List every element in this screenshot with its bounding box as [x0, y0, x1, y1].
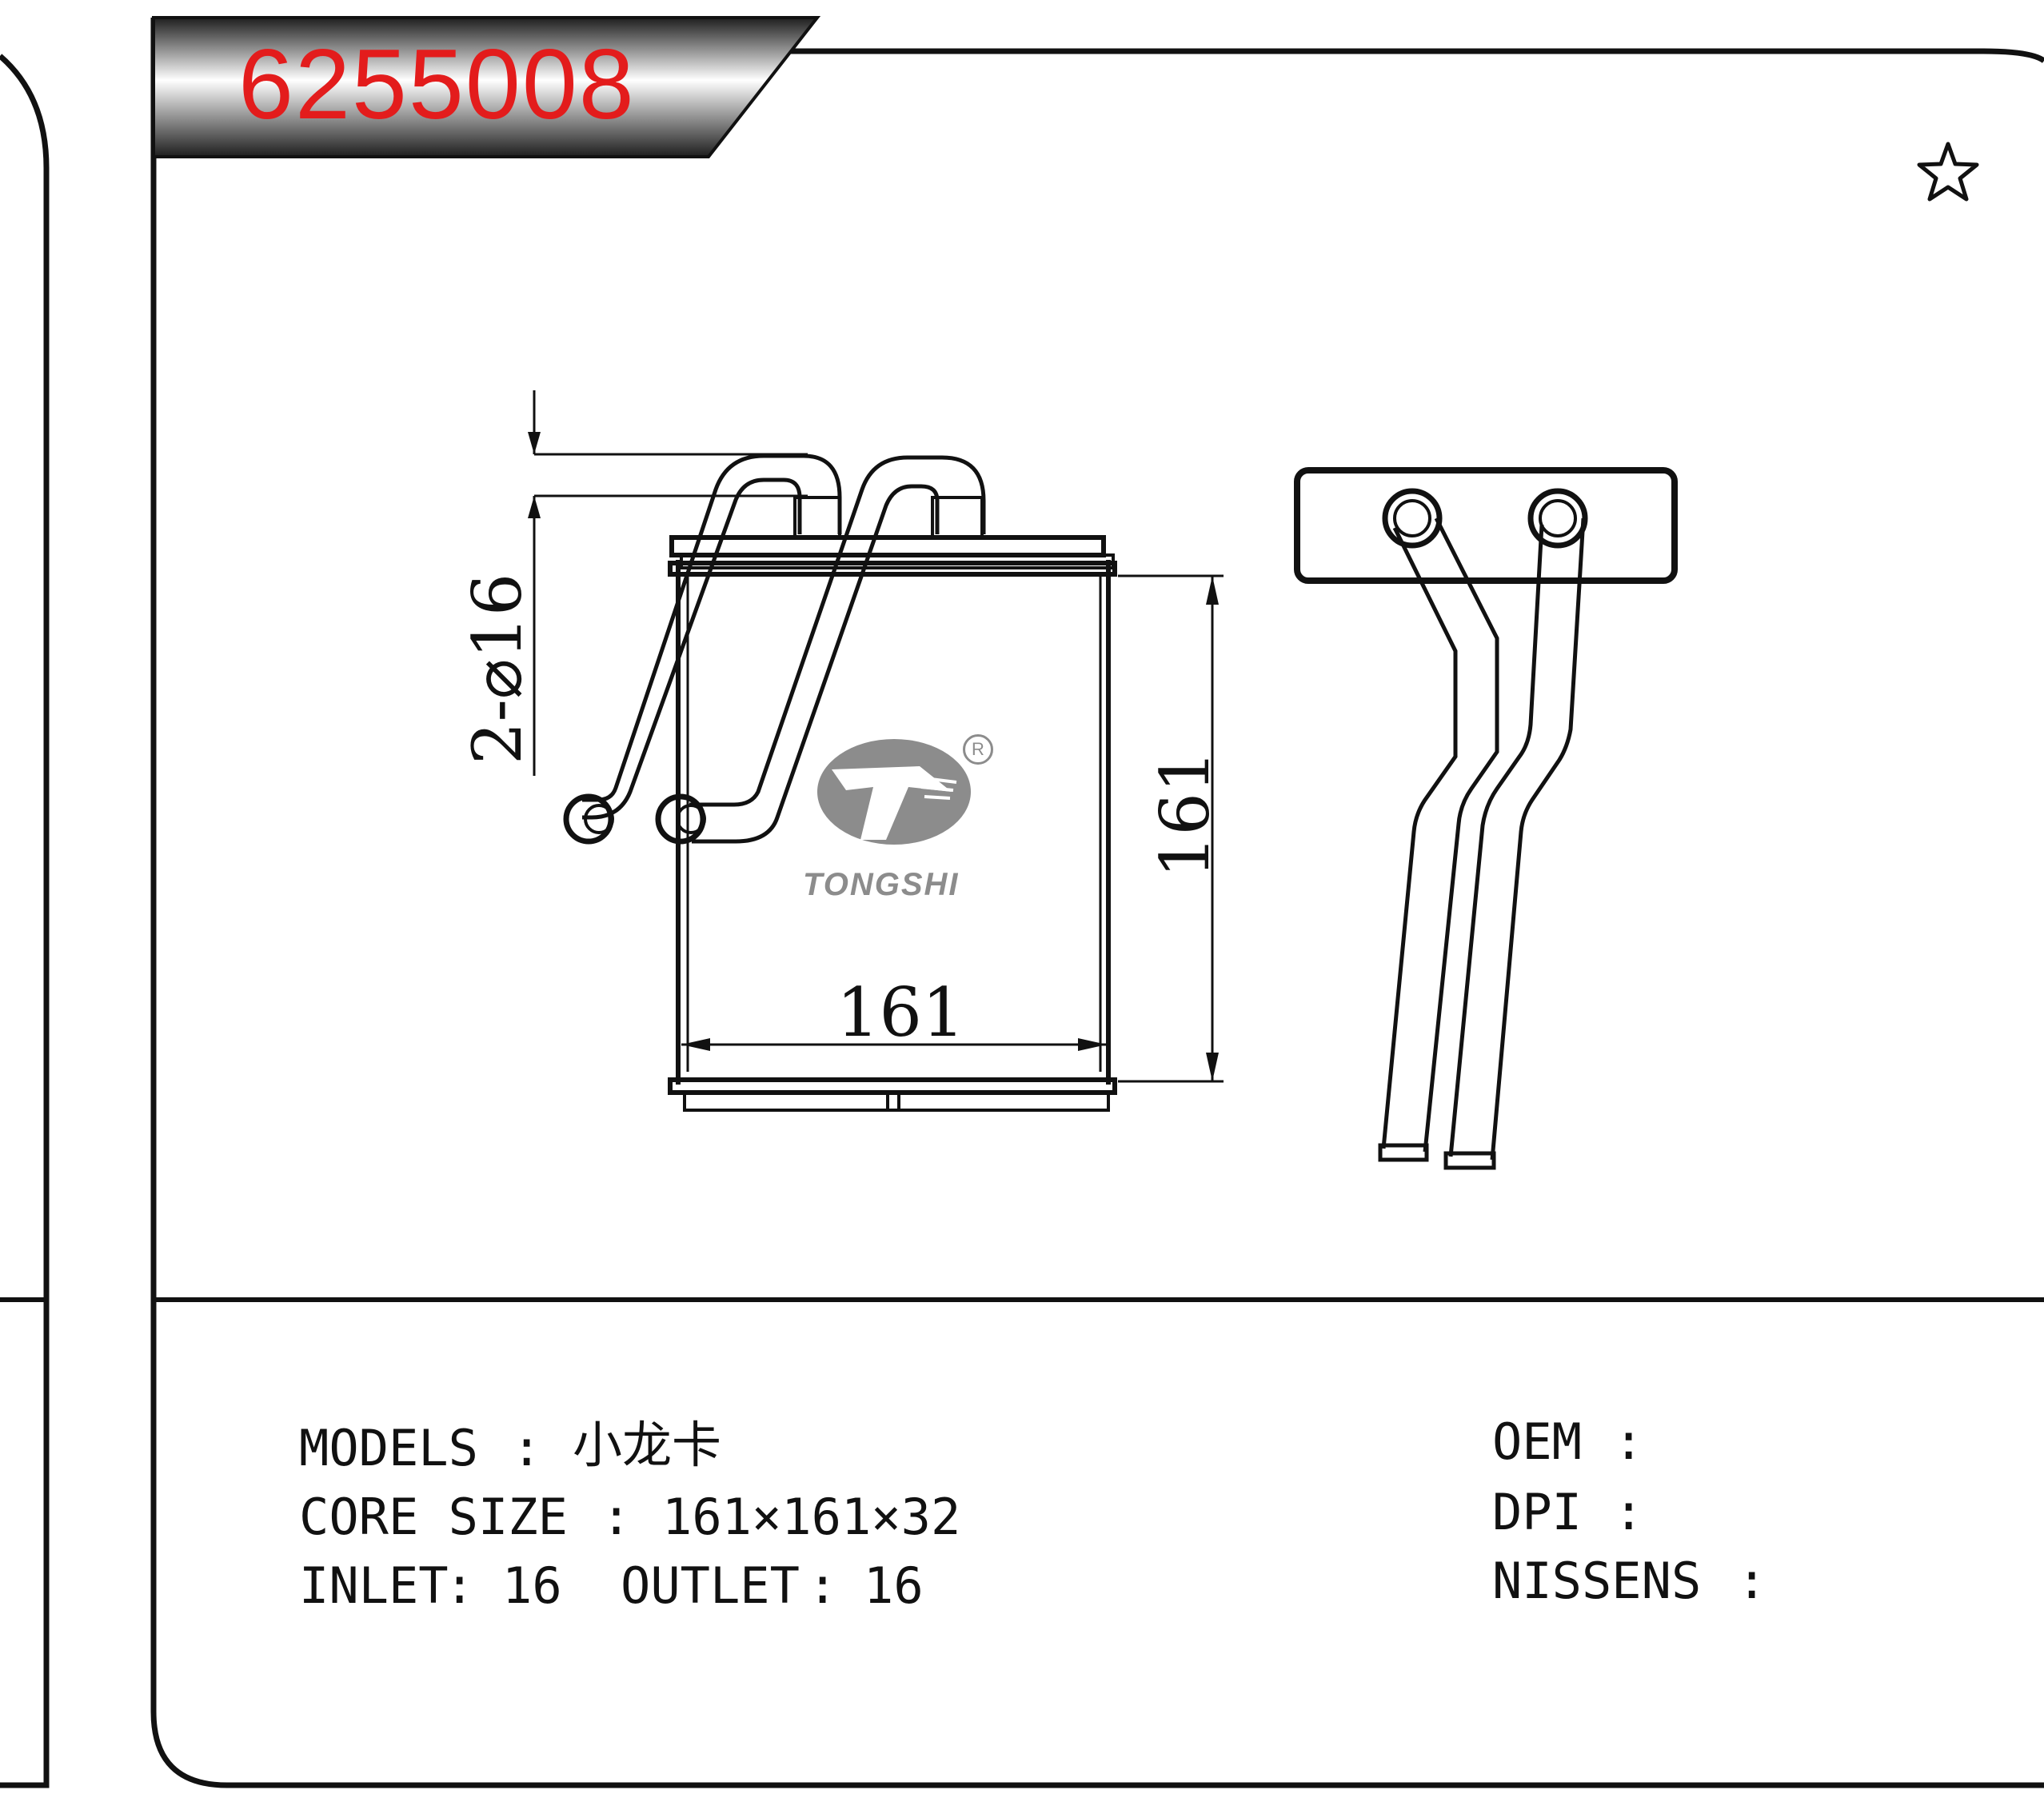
top-header: [669, 535, 1106, 557]
width-dimension-label: 161: [836, 973, 965, 1052]
height-dimension: [1118, 574, 1224, 1083]
pipe-dimension-label: 2-⌀16: [458, 573, 537, 765]
dpi-label: DPI: [1492, 1483, 1582, 1541]
outlet-separator: :: [808, 1556, 838, 1615]
tongshi-logo-icon: [817, 739, 971, 845]
bottom-cap: [668, 1077, 1117, 1095]
top-cap: [668, 561, 1117, 577]
left-panel-border: [0, 54, 50, 1788]
inlet-label: INLET: [299, 1556, 449, 1615]
pipe-dimension: [528, 390, 808, 776]
core-size-separator: :: [601, 1488, 632, 1546]
core-size-label: CORE SIZE: [299, 1488, 568, 1546]
title-banner: [152, 16, 821, 158]
front-view: [563, 453, 1117, 1112]
outlet-value: 16: [864, 1556, 924, 1615]
models-separator: :: [512, 1419, 542, 1477]
dpi-separator: :: [1614, 1483, 1644, 1541]
outlet-pipe: [692, 484, 940, 844]
side-tank: [1294, 467, 1678, 584]
inlet-value: 16: [502, 1556, 562, 1615]
main-panel-top-border: [768, 48, 2044, 63]
part-number: 6255008: [238, 30, 636, 140]
nissens-label: NISSENS: [1492, 1552, 1702, 1610]
models-value: 小龙卡: [573, 1416, 722, 1474]
star-outline-icon[interactable]: [1917, 142, 1979, 202]
registered-mark-icon: R: [963, 734, 993, 765]
oem-separator: :: [1614, 1412, 1644, 1471]
oem-label: OEM: [1492, 1412, 1582, 1471]
width-dimension: [681, 1038, 1107, 1051]
brand-name: TONGSHI: [803, 867, 960, 902]
outlet-label: OUTLET: [621, 1556, 800, 1615]
core-size-value: 161×161×32: [662, 1488, 961, 1546]
side-view: [1294, 467, 1678, 1170]
inlet-separator: :: [445, 1556, 475, 1615]
nissens-separator: :: [1737, 1552, 1767, 1610]
models-label: MODELS: [299, 1419, 478, 1477]
main-panel-border: [150, 18, 2044, 1788]
height-dimension-label: 161: [1146, 749, 1224, 878]
bottom-tank: [683, 1091, 1110, 1112]
